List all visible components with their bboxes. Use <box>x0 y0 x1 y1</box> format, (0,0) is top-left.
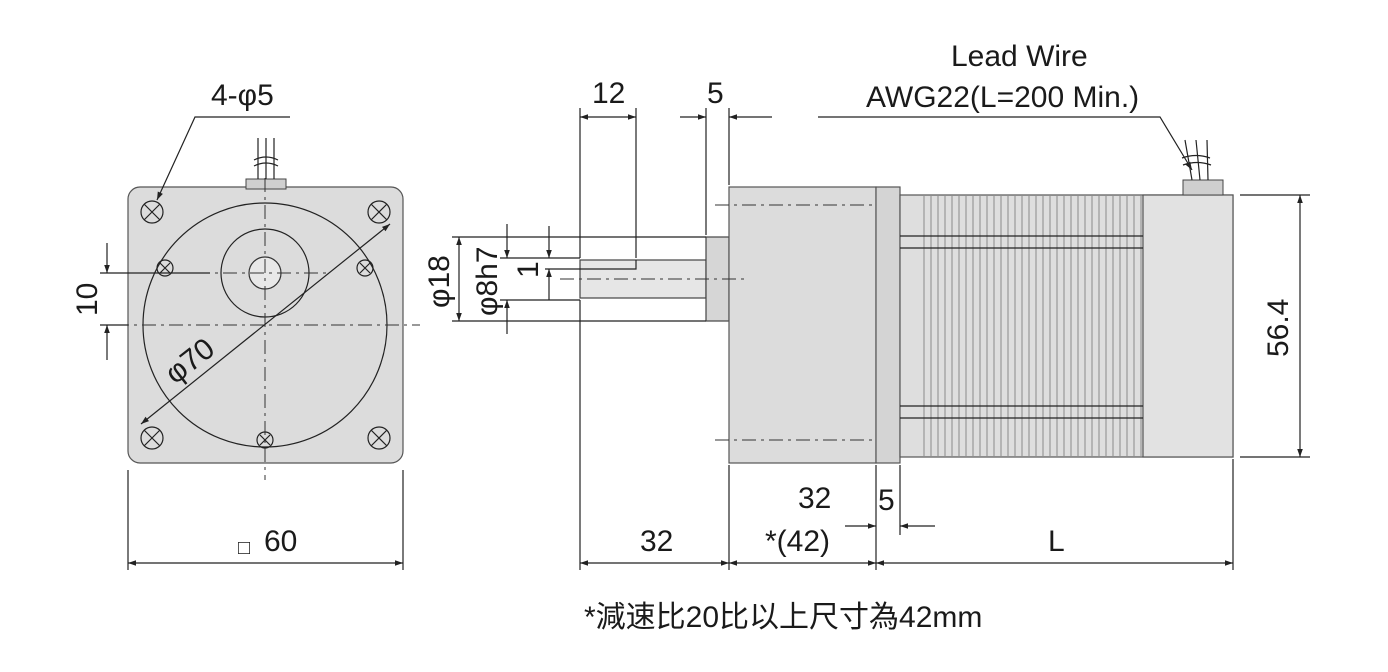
flange-dim-label: 5 <box>878 484 895 517</box>
width-dim-label: 60 <box>264 525 297 558</box>
mount-hole-br <box>367 426 391 450</box>
footnote: *減速比20比以上尺寸為42mm <box>584 601 982 634</box>
side-wire-exit <box>1182 179 1224 196</box>
front-wire-exit <box>245 178 287 190</box>
front-view: 4-φ5 φ70 10 □ 60 <box>71 79 420 570</box>
mount-hole-tl <box>140 200 164 224</box>
hole-callout-label: 4-φ5 <box>211 79 274 112</box>
lead-wire-spec: AWG22(L=200 Min.) <box>866 81 1139 114</box>
offset-dim-label: 10 <box>71 283 104 316</box>
boss-len-label: 5 <box>707 77 724 110</box>
height-dim-label: 56.4 <box>1262 299 1295 357</box>
motor-end-cap <box>1142 194 1234 458</box>
motor-flange <box>875 186 901 464</box>
shaft-len-label: 32 <box>640 525 673 558</box>
gear-len-alt-label: *(42) <box>765 525 830 558</box>
keyway-len-label: 12 <box>592 77 625 110</box>
side-view: Lead Wire AWG22(L=200 Min.) 12 5 φ18 φ8h… <box>423 40 1310 570</box>
gear-head-body <box>728 186 877 464</box>
lead-wire-title: Lead Wire <box>951 40 1088 73</box>
flat-depth-label: 1 <box>512 261 545 278</box>
mount-hole-tr <box>367 200 391 224</box>
square-symbol: □ <box>238 537 250 559</box>
motor-len-label: L <box>1048 525 1065 558</box>
shaft-dia-label: φ8h7 <box>471 246 504 316</box>
boss-dia-label: φ18 <box>423 255 456 308</box>
cooling-fins <box>923 196 1142 456</box>
gear-hole-bottom <box>256 431 274 449</box>
mount-hole-bl <box>140 426 164 450</box>
gear-len-label: 32 <box>798 482 831 515</box>
